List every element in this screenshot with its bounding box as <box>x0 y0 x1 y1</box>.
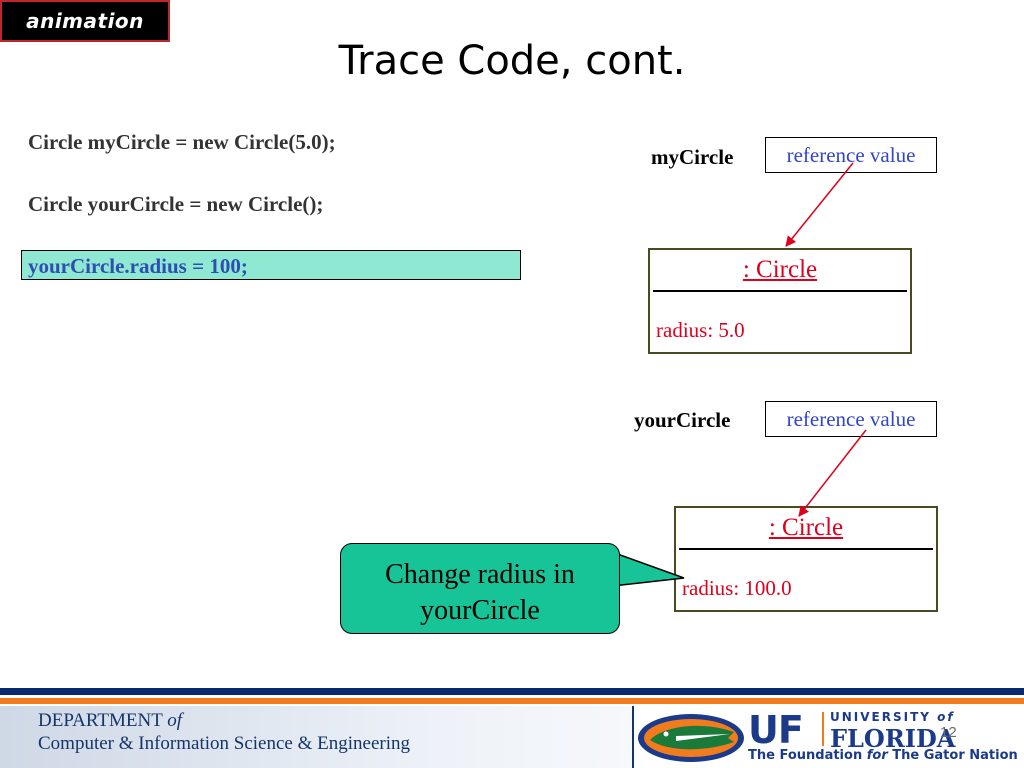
gator-logo-icon <box>638 714 744 762</box>
page-number: 12 <box>940 724 957 741</box>
footer-orange-stripe <box>0 698 1024 704</box>
code-line-2: Circle yourCircle = new Circle(); <box>28 192 324 216</box>
yourcircle-radius-field: radius: 100.0 <box>682 576 792 600</box>
uf-logo-panel: UF UNIVERSITY of FLORIDA The Foundation … <box>634 706 1024 768</box>
gator-nation-tagline: The Foundation for The Gator Nation <box>748 748 1018 763</box>
change-radius-callout: Change radius in yourCircle <box>340 543 620 634</box>
animation-badge: animation <box>0 0 170 42</box>
uf-divider <box>822 712 824 746</box>
footer-stripes <box>0 688 1024 706</box>
slide-title: Trace Code, cont. <box>338 38 686 84</box>
yourcircle-reference-arrow <box>798 429 867 517</box>
department-name: Computer & Information Science & Enginee… <box>38 733 410 754</box>
callout-line-1: Change radius in <box>385 559 575 590</box>
yourcircle-divider <box>679 548 933 550</box>
yourcircle-object-box: : Circle radius: 100.0 <box>674 506 938 612</box>
mycircle-object-box: : Circle radius: 5.0 <box>648 248 912 354</box>
code-line-3: yourCircle.radius = 100; <box>28 254 248 278</box>
department-heading: DEPARTMENT of <box>38 710 183 731</box>
mycircle-divider <box>653 290 907 292</box>
yourcircle-var-label: yourCircle <box>634 408 731 432</box>
yourcircle-class-label: : Circle <box>768 514 844 541</box>
university-of-label: UNIVERSITY of <box>830 710 955 724</box>
florida-wordmark: FLORIDA <box>830 724 956 753</box>
uf-wordmark: UF <box>748 708 804 752</box>
footer-blue-stripe <box>0 688 1024 695</box>
yourcircle-reference-box: reference value <box>765 401 937 437</box>
callout-pointer <box>611 550 685 587</box>
mycircle-class-label: : Circle <box>742 256 818 283</box>
code-line-1: Circle myCircle = new Circle(5.0); <box>28 130 336 154</box>
current-line-highlight: yourCircle.radius = 100; <box>21 250 521 280</box>
mycircle-radius-field: radius: 5.0 <box>656 318 745 342</box>
mycircle-reference-box: reference value <box>765 137 937 173</box>
footer: DEPARTMENT of Computer & Information Sci… <box>0 706 1024 768</box>
callout-line-2: yourCircle <box>420 595 540 626</box>
mycircle-reference-arrow <box>785 162 854 247</box>
mycircle-var-label: myCircle <box>651 145 734 169</box>
department-panel: DEPARTMENT of Computer & Information Sci… <box>0 706 632 768</box>
